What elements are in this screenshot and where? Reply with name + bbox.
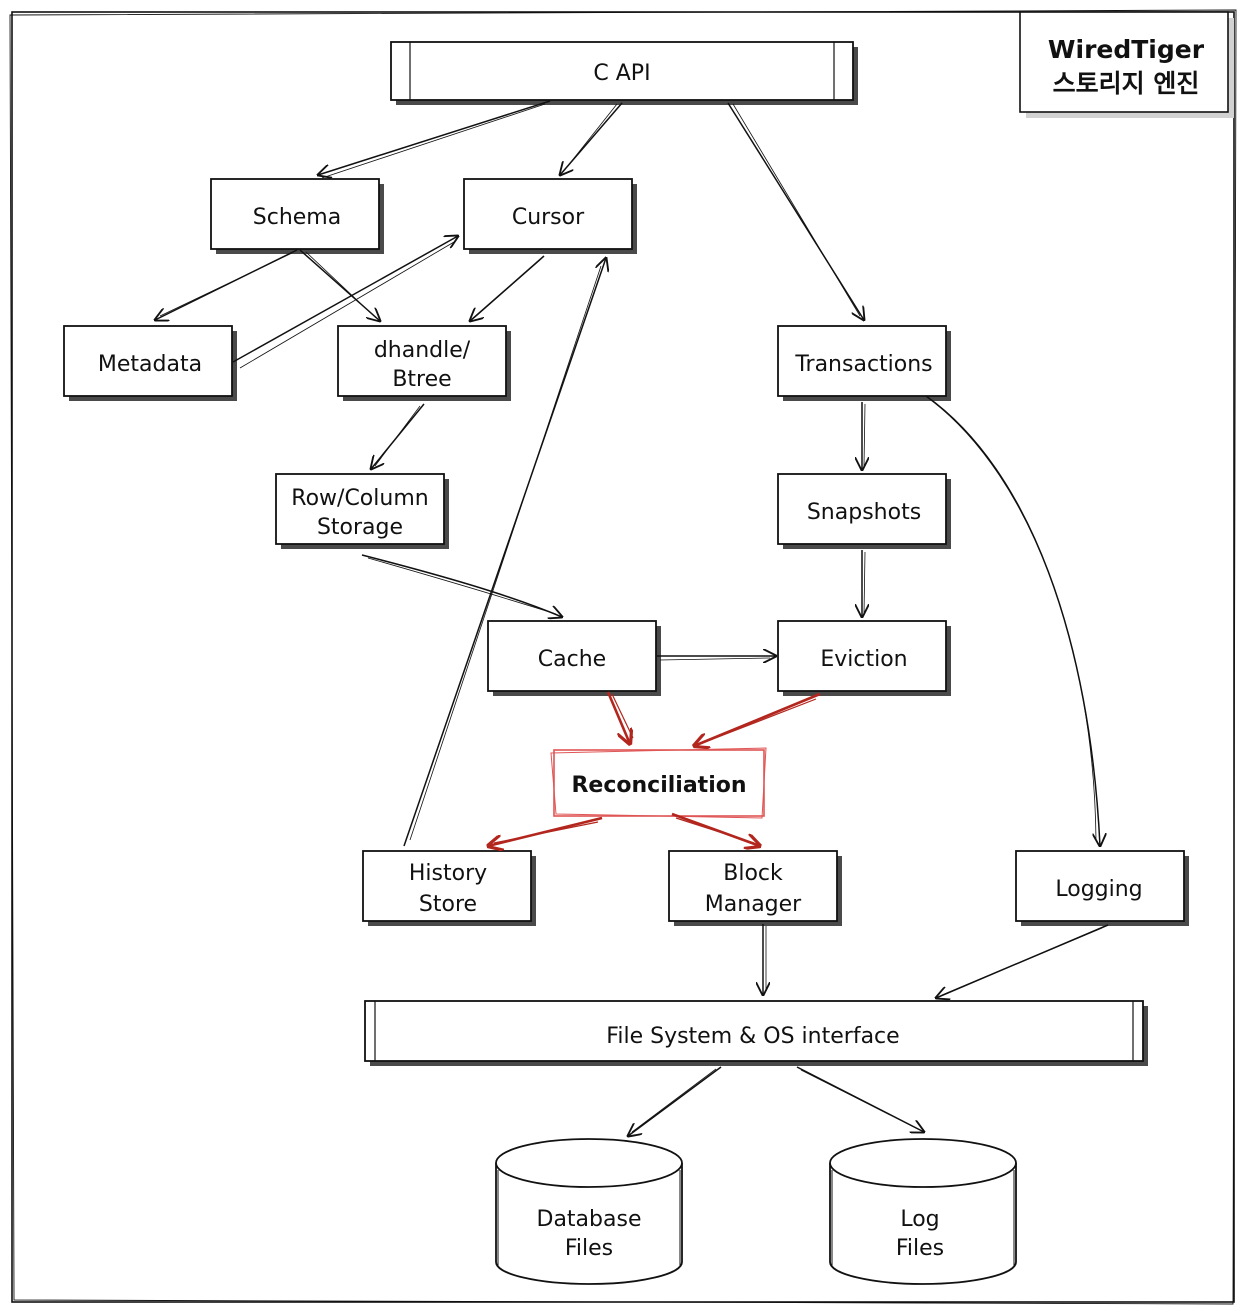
reconciliation-box: Reconciliation — [550, 747, 767, 819]
reconciliation-label: Reconciliation — [571, 773, 746, 798]
schema-label: Schema — [253, 205, 341, 230]
title-line-1: WiredTiger — [1048, 35, 1205, 64]
transactions-label: Transactions — [794, 352, 932, 377]
transactions-box: Transactions — [777, 325, 951, 401]
history-store-label-line-2: Store — [419, 892, 477, 917]
snapshots-label: Snapshots — [807, 500, 921, 525]
history-store-box: History Store — [362, 850, 536, 926]
arrow-fs-to-database — [628, 1066, 722, 1136]
block-manager-label-line-2: Manager — [705, 892, 802, 917]
block-manager-box: Block Manager — [668, 850, 842, 926]
row-column-label-line-1: Row/Column — [291, 486, 428, 511]
outer-frame — [9, 9, 1237, 1305]
snapshots-box: Snapshots — [777, 473, 951, 549]
arrow-capi-to-schema — [318, 100, 551, 175]
cache-label: Cache — [538, 647, 606, 672]
database-files-cylinder: Database Files — [495, 1138, 683, 1285]
logging-label: Logging — [1055, 877, 1142, 902]
log-files-label-line-2: Files — [896, 1236, 944, 1261]
eviction-label: Eviction — [820, 647, 907, 672]
row-column-label-line-2: Storage — [317, 515, 403, 540]
cursor-label: Cursor — [512, 205, 585, 230]
cursor-box: Cursor — [463, 178, 637, 254]
schema-box: Schema — [210, 178, 384, 254]
metadata-label: Metadata — [98, 352, 202, 377]
arrow-rowcolumn-to-cache — [361, 554, 562, 617]
arrow-transactions-to-logging — [925, 395, 1100, 846]
arrow-cache-to-reconciliation — [606, 691, 630, 744]
database-files-label-line-1: Database — [537, 1207, 642, 1232]
fs-interface-label: File System & OS interface — [606, 1024, 899, 1049]
dhandle-btree-box: dhandle/ Btree — [337, 325, 511, 401]
row-column-storage-box: Row/Column Storage — [275, 473, 449, 549]
c-api-label: C API — [593, 61, 650, 86]
log-files-cylinder: Log Files — [829, 1138, 1017, 1285]
c-api-box: C API — [390, 41, 858, 105]
history-store-label-line-1: History — [409, 861, 487, 886]
dhandle-label-line-2: Btree — [392, 367, 451, 392]
database-files-label-line-2: Files — [565, 1236, 613, 1261]
block-manager-label-line-1: Block — [723, 861, 783, 886]
fs-interface-box: File System & OS interface — [364, 1000, 1148, 1066]
arrow-eviction-to-reconciliation — [694, 692, 821, 746]
arrow-history-to-cursor — [403, 258, 606, 847]
metadata-box: Metadata — [63, 325, 237, 401]
dhandle-label-line-1: dhandle/ — [374, 338, 471, 363]
log-files-label-line-1: Log — [900, 1207, 939, 1232]
arrow-metadata-to-cursor — [232, 236, 458, 363]
title-line-2: 스토리지 엔진 — [1053, 69, 1200, 98]
eviction-box: Eviction — [777, 620, 951, 696]
cache-box: Cache — [487, 620, 661, 696]
title-badge: WiredTiger 스토리지 엔진 — [1019, 11, 1234, 118]
logging-box: Logging — [1015, 850, 1189, 926]
arrow-capi-to-transactions — [727, 102, 864, 320]
arrow-reconciliation-to-history — [488, 816, 603, 846]
